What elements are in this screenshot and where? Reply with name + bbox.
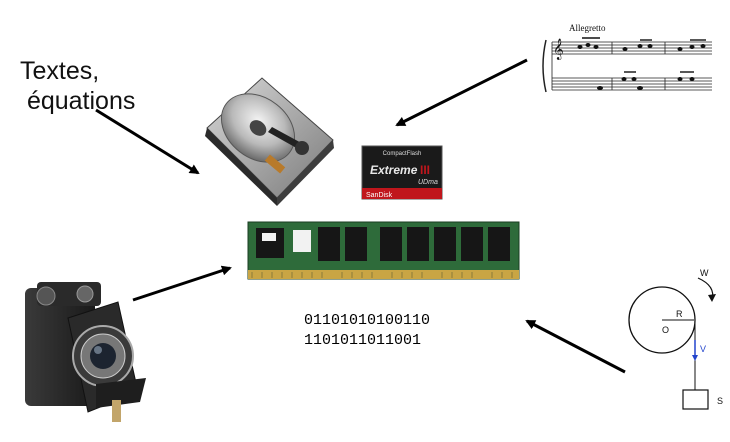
- svg-text:𝄞: 𝄞: [553, 39, 564, 60]
- arrow-text-to-storage: [95, 108, 200, 175]
- physics-s-label: S: [717, 396, 723, 406]
- card-top-text: CompactFlash: [383, 151, 422, 157]
- binary-line-1: 01101010100110: [304, 312, 431, 329]
- texts-equations-label: Textes, équations: [20, 56, 135, 116]
- compactflash-card-image: CompactFlash Extreme III UDma SanDisk: [361, 145, 443, 200]
- physics-v-label: V: [700, 344, 706, 354]
- physics-o-label: O: [662, 325, 669, 335]
- arrows: [95, 58, 626, 374]
- arrow-physics-to-binary: [525, 319, 626, 374]
- ram-module-image: [247, 221, 520, 280]
- arrow-camera-to-memory: [132, 265, 232, 302]
- binary-line-2: 1101011011001: [304, 332, 422, 349]
- camera-image: [25, 282, 146, 422]
- hard-disk-image: [205, 77, 334, 206]
- label-line-1: Textes,: [20, 57, 100, 85]
- physics-w-label: W: [700, 268, 709, 278]
- score-tempo-text: Allegretto: [569, 23, 606, 33]
- physics-pulley-diagram: W R O V S: [628, 268, 723, 410]
- physics-r-label: R: [676, 309, 683, 319]
- card-maker-text: SanDisk: [366, 192, 393, 199]
- card-suffix-text: III: [420, 163, 430, 177]
- music-score-image: Allegretto 𝄞: [542, 23, 712, 93]
- binary-data-label: 01101010100110 1101011011001: [304, 311, 430, 351]
- arrow-music-to-storage: [395, 58, 528, 127]
- card-speed-text: UDma: [418, 179, 438, 186]
- card-brand-text: Extreme: [370, 163, 418, 177]
- label-line-2: équations: [20, 87, 136, 115]
